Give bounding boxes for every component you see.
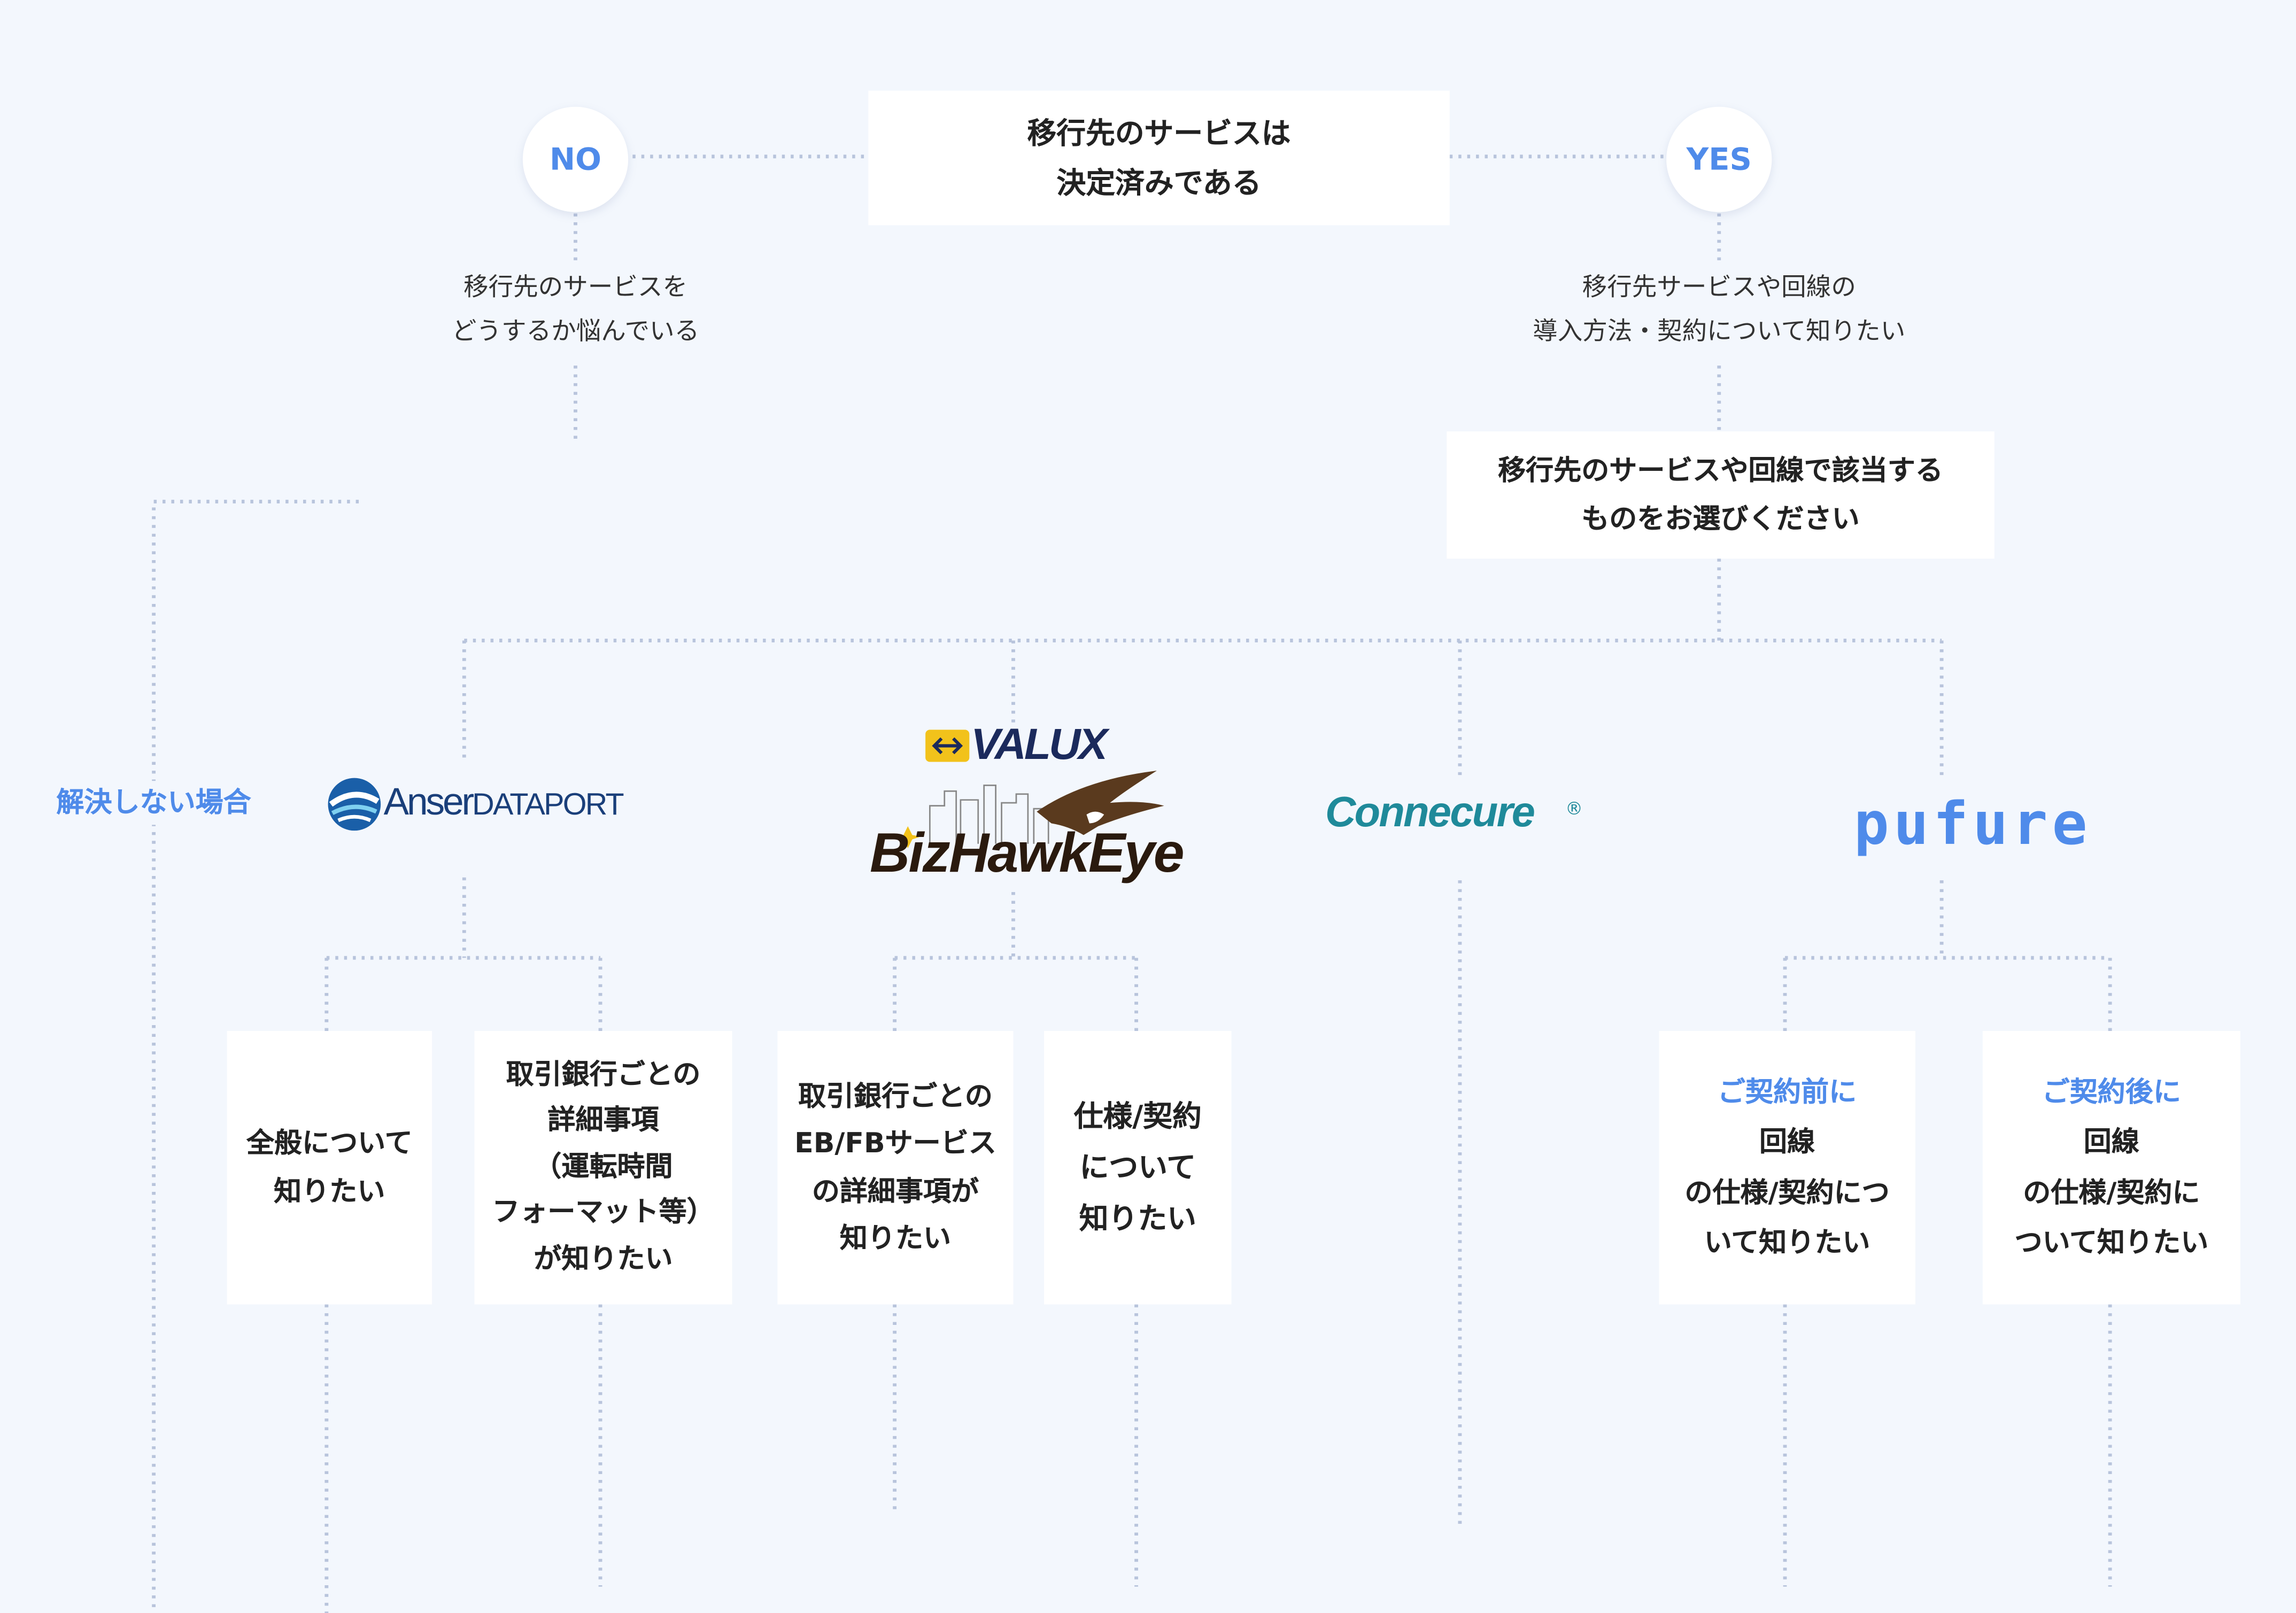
root-question-line2: 決定済みである [1056, 165, 1262, 200]
connecure-logo[interactable]: Connecure ® [1325, 790, 1589, 848]
yes-label: YES [1686, 142, 1752, 177]
anser-opt2-line4: フォーマット等） [492, 1196, 715, 1229]
root-question-line1: 移行先のサービスは [1027, 115, 1291, 151]
valux-logo-text: VALUX [971, 720, 1108, 770]
connecure-registered-mark: ® [1565, 798, 1583, 819]
bizhawk-opt1-line3: の詳細事項が [811, 1175, 979, 1207]
anser-opt2-line2: 詳細事項 [547, 1105, 659, 1137]
bizhawk-opt1-line2: EB/FBサービス [794, 1128, 996, 1160]
no-label: NO [549, 142, 602, 177]
anser-opt2-line3: （運転時間 [534, 1150, 673, 1183]
pufure-opt1-line2: の仕様/契約につ [1684, 1176, 1890, 1209]
pufure-option-before-contract[interactable]: ご契約前に回線 の仕様/契約につ いて知りたい [1659, 1030, 1915, 1305]
yes-circle[interactable]: YES [1666, 106, 1772, 212]
bizhawk-opt2-line2: について [1079, 1149, 1196, 1185]
anser-option-bank-details[interactable]: 取引銀行ごとの 詳細事項 （運転時間 フォーマット等） が知りたい [474, 1030, 732, 1305]
select-line2: ものをお選びください [1581, 502, 1860, 535]
anser-logo-prefix: Anser [383, 779, 475, 824]
pufure-opt1-highlight: ご契約前に [1717, 1076, 1857, 1109]
anser-option-general[interactable]: 全般について 知りたい [227, 1030, 432, 1305]
no-note-line1: 移行先のサービスを [463, 273, 688, 303]
anser-dataport-logo[interactable]: AnserDATAPORT [325, 771, 632, 835]
pufure-opt2-line3: ついて知りたい [2014, 1226, 2209, 1259]
pufure-option-after-contract[interactable]: ご契約後に回線 の仕様/契約に ついて知りたい [1982, 1030, 2240, 1305]
anser-opt2-line5: が知りたい [534, 1242, 673, 1275]
pufure-opt1-line3: いて知りたい [1704, 1226, 1870, 1259]
pufure-logo-text: pufure [1853, 791, 2092, 859]
bizhawkeye-logo-text: BizHawkEye [870, 823, 1185, 885]
yes-note-line2: 導入方法・契約について知りたい [1533, 317, 1906, 346]
yes-note: 移行先サービスや回線の 導入方法・契約について知りたい [1470, 268, 1968, 355]
bizhawkeye-logo[interactable]: VALUX BizHawkEye [864, 720, 1185, 896]
yes-note-line1: 移行先サービスや回線の [1582, 273, 1856, 303]
valux-arrow-icon [925, 730, 970, 762]
service-select-box: 移行先のサービスや回線で該当する ものをお選びください [1447, 431, 1994, 559]
anser-opt1-line1: 全般について [246, 1128, 413, 1160]
anser-opt2-line1: 取引銀行ごとの [506, 1059, 701, 1091]
connector-unresolved [152, 500, 359, 1613]
pufure-opt2-highlight: ご契約後に [2042, 1076, 2181, 1109]
bizhawk-opt2-line3: 知りたい [1079, 1200, 1196, 1236]
select-line1: 移行先のサービスや回線で該当する [1498, 455, 1943, 487]
pufure-opt2-line1: ご契約後に回線 [2014, 1068, 2208, 1168]
city-and-hawk-icon [894, 770, 1164, 848]
pufure-logo[interactable]: pufure [1842, 787, 2088, 863]
pufure-opt2-line2: の仕様/契約に [2023, 1176, 2200, 1209]
pufure-opt2-rest: 回線 [2083, 1126, 2139, 1159]
connector-anser-options [324, 877, 602, 1031]
anser-logo-suffix: DATAPORT [472, 788, 624, 822]
connector-bizhawk-options [893, 892, 1139, 1031]
anser-opt1-line2: 知りたい [274, 1175, 385, 1207]
connector-pufure-options [1783, 880, 2112, 1031]
unresolved-label[interactable]: 解決しない場合 [29, 781, 279, 825]
bizhawk-opt1-line4: 知りたい [839, 1222, 952, 1255]
bizhawk-opt2-line1: 仕様/契約 [1073, 1098, 1202, 1134]
connecure-logo-text: Connecure [1325, 789, 1535, 837]
no-note: 移行先のサービスを どうするか悩んでいる [370, 268, 780, 355]
anser-globe-icon [328, 778, 381, 831]
bizhawk-option-bank-details[interactable]: 取引銀行ごとの EB/FBサービス の詳細事項が 知りたい [777, 1030, 1014, 1305]
no-circle[interactable]: NO [522, 106, 629, 212]
root-question-box: 移行先のサービスは 決定済みである [868, 90, 1450, 226]
pufure-opt1-rest: 回線 [1759, 1126, 1815, 1159]
pufure-opt1-line1: ご契約前に回線 [1684, 1068, 1889, 1168]
bizhawk-option-spec-contract[interactable]: 仕様/契約 について 知りたい [1044, 1030, 1232, 1305]
bizhawk-opt1-line1: 取引銀行ごとの [798, 1080, 993, 1113]
no-note-line2: どうするか悩んでいる [451, 317, 700, 346]
